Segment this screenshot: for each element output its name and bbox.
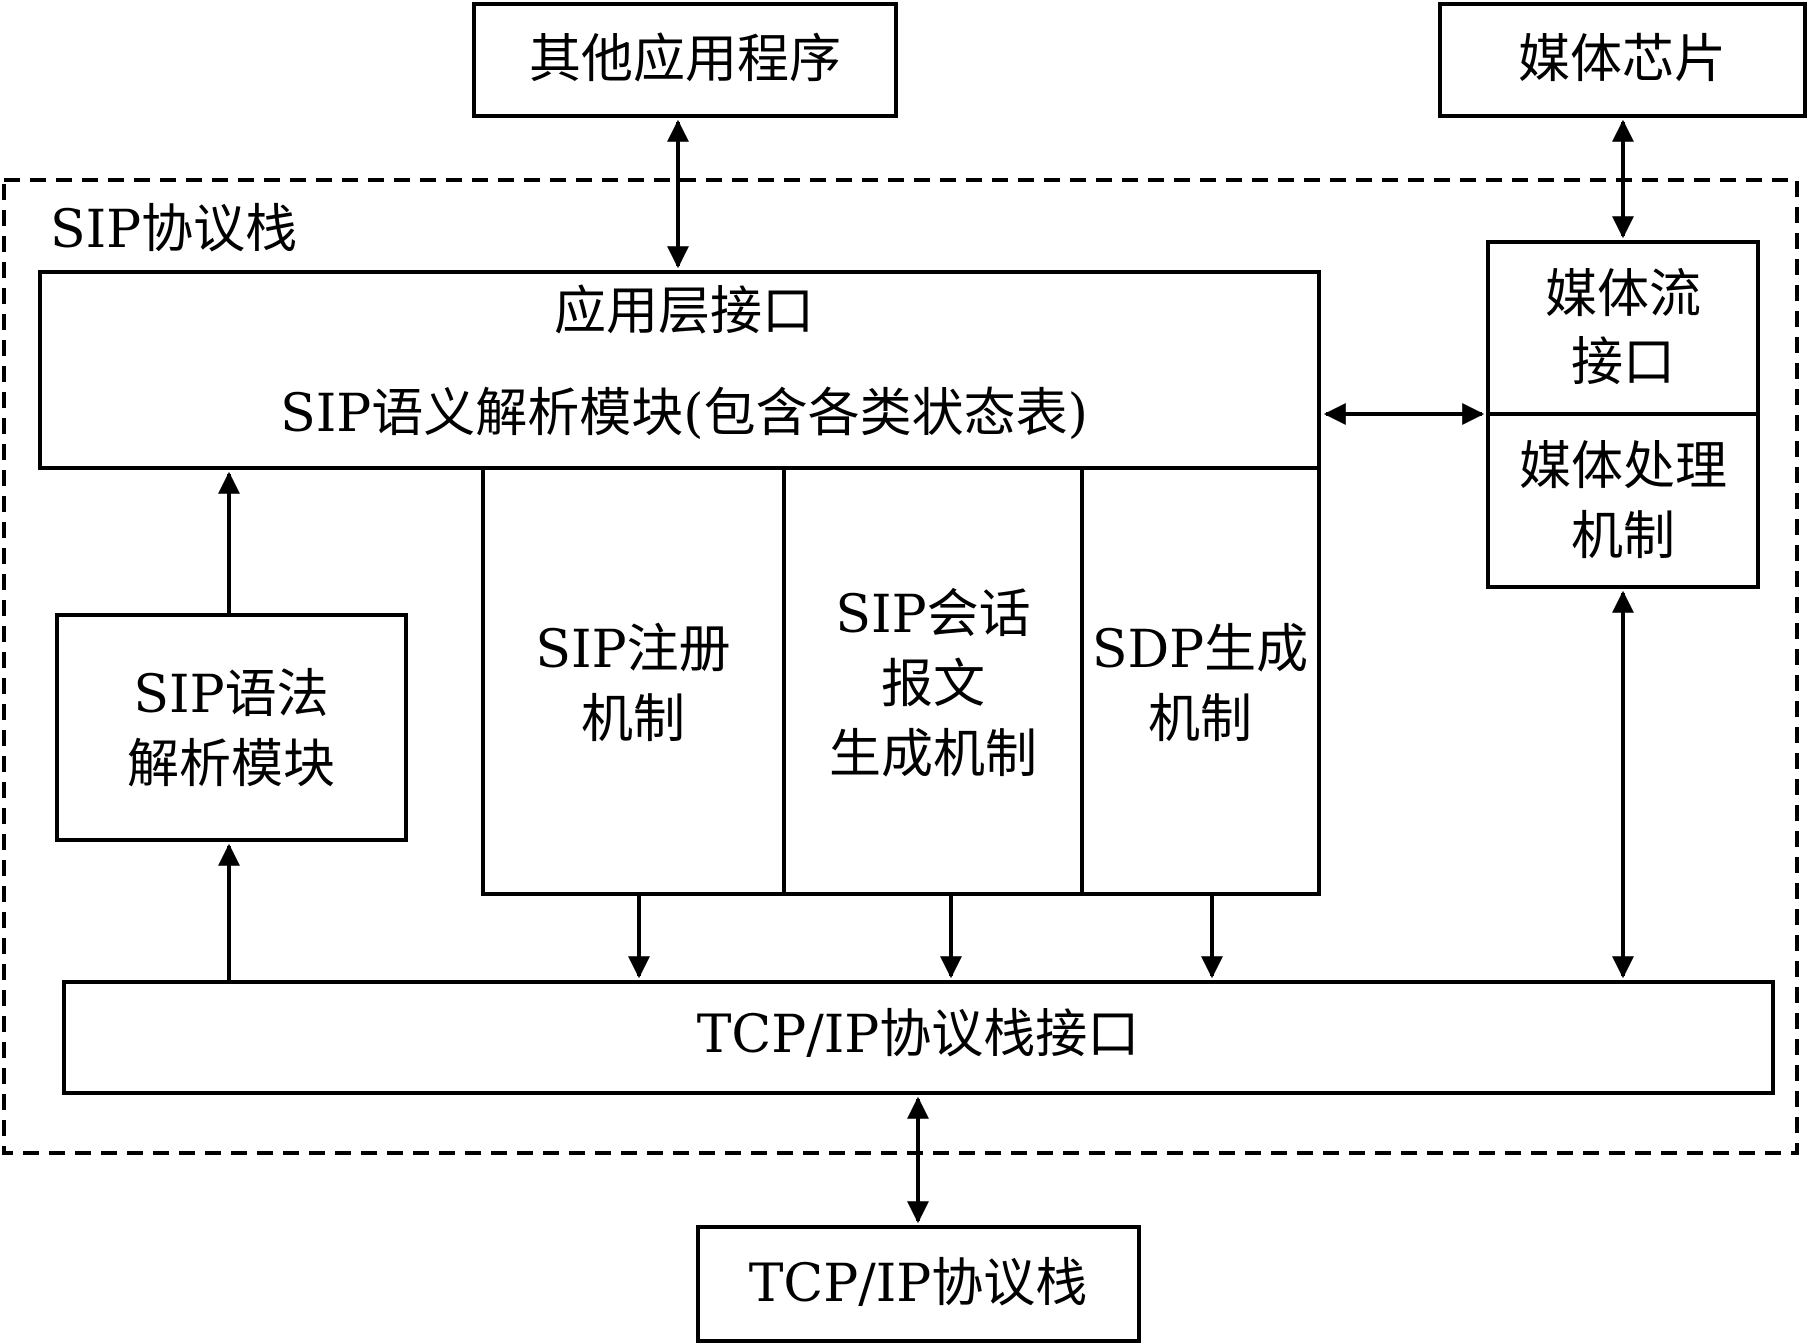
app-interface-label: 应用层接口 xyxy=(554,282,814,342)
semantic-module-box: 应用层接口 SIP语义解析模块(包含各类状态表) xyxy=(38,270,1321,470)
session-message-label-line3: 生成机制 xyxy=(829,725,1037,785)
sip-stack-label: SIP协议栈 xyxy=(50,200,297,260)
other-apps-box: 其他应用程序 xyxy=(472,2,898,118)
syntax-module-label-line1: SIP语法 xyxy=(133,665,328,725)
register-label-line2: 机制 xyxy=(581,690,685,750)
media-processing-box: 媒体处理 机制 xyxy=(1486,412,1760,589)
syntax-module-box: SIP语法 解析模块 xyxy=(55,613,408,842)
sdp-box: SDP生成 机制 xyxy=(1080,466,1321,896)
syntax-module-label-line2: 解析模块 xyxy=(127,735,335,795)
sip-stack-boundary xyxy=(2,178,1799,1155)
media-chip-box: 媒体芯片 xyxy=(1438,2,1807,118)
sdp-label-line1: SDP生成 xyxy=(1092,620,1308,680)
tcpip-interface-label: TCP/IP协议栈接口 xyxy=(697,1005,1140,1065)
register-label-line1: SIP注册 xyxy=(535,620,730,680)
semantic-module-label: SIP语义解析模块(包含各类状态表) xyxy=(280,384,1088,444)
sdp-label-line2: 机制 xyxy=(1148,690,1252,750)
session-message-label-line2: 报文 xyxy=(881,655,985,715)
media-stream-label-line2: 接口 xyxy=(1571,333,1675,393)
register-box: SIP注册 机制 xyxy=(481,466,786,896)
media-processing-label-line1: 媒体处理 xyxy=(1519,437,1727,497)
media-stream-label-line1: 媒体流 xyxy=(1545,265,1701,325)
tcpip-interface-box: TCP/IP协议栈接口 xyxy=(62,980,1775,1095)
session-message-box: SIP会话 报文 生成机制 xyxy=(782,466,1084,896)
media-stream-interface-box: 媒体流 接口 xyxy=(1486,240,1760,416)
session-message-label-line1: SIP会话 xyxy=(835,585,1030,645)
other-apps-label: 其他应用程序 xyxy=(529,30,841,90)
media-chip-label: 媒体芯片 xyxy=(1518,30,1726,90)
tcpip-stack-label: TCP/IP协议栈 xyxy=(749,1254,1088,1314)
tcpip-stack-box: TCP/IP协议栈 xyxy=(696,1225,1141,1343)
media-processing-label-line2: 机制 xyxy=(1571,507,1675,567)
